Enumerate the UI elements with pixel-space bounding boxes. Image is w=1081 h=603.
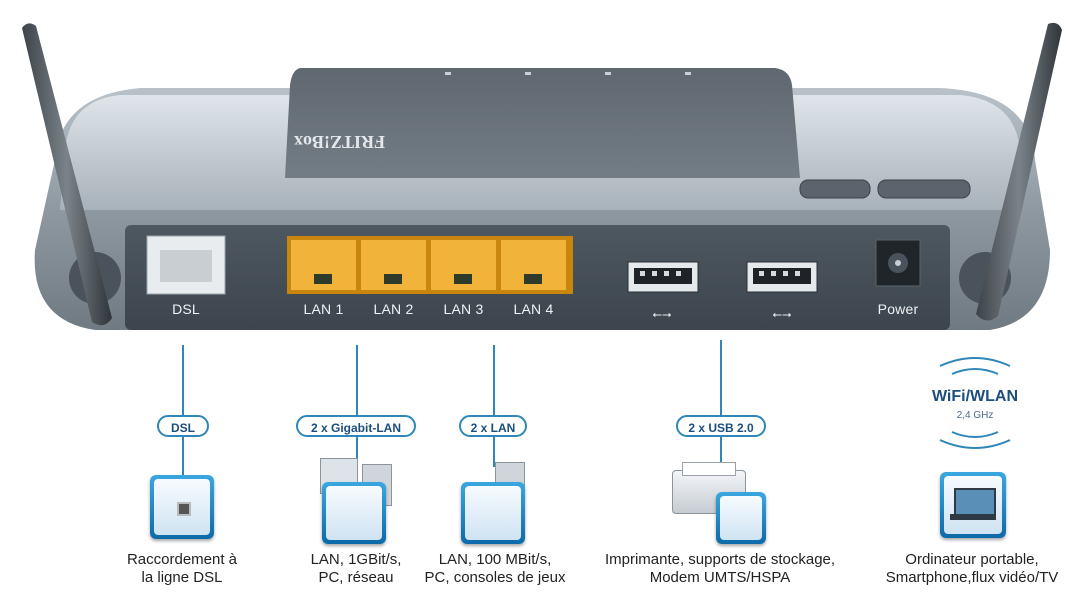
wifi-waves-icon <box>939 357 1011 449</box>
connector-line-usb-lower <box>720 437 722 467</box>
dsl-socket-icon <box>150 475 214 539</box>
caption-gigabit-line1: LAN, 1GBit/s, <box>310 551 402 568</box>
svg-text:⭠⭢: ⭠⭢ <box>652 307 672 321</box>
svg-text:⭠⭢: ⭠⭢ <box>772 307 792 321</box>
printer-storage-icon <box>668 462 768 546</box>
connector-line-dsl <box>182 345 184 415</box>
connector-line-gigabit-lower <box>356 437 358 467</box>
connector-line-dsl-lower <box>182 437 184 475</box>
caption-dsl-line2: la ligne DSL <box>141 569 223 586</box>
caption-lan-line2: PC, consoles de jeux <box>424 569 566 586</box>
port-label-lan2: LAN 2 <box>373 301 414 317</box>
caption-usb-line2: Modem UMTS/HSPA <box>649 569 791 586</box>
caption-lan: LAN, 100 MBit/s, PC, consoles de jeux <box>420 551 570 587</box>
port-label-lan4: LAN 4 <box>513 301 554 317</box>
caption-gigabit-line2: PC, réseau <box>318 569 394 586</box>
badge-lan: 2 x LAN <box>459 415 527 437</box>
caption-wifi-line1: Ordinateur portable, <box>905 551 1039 568</box>
badge-dsl: DSL <box>157 415 209 437</box>
connector-line-lan-lower <box>493 437 495 467</box>
laptop-icon <box>940 472 1006 538</box>
port-label-lan3: LAN 3 <box>443 301 484 317</box>
wifi-frequency: 2,4 GHz <box>956 410 994 421</box>
caption-usb-line1: Imprimante, supports de stockage, <box>604 551 836 568</box>
port-label-dsl: DSL <box>172 301 200 317</box>
router-illustration: FRITZ!Box ⭠⭢ <box>22 22 1062 330</box>
caption-usb: Imprimante, supports de stockage, Modem … <box>590 551 850 587</box>
port-label-lan1: LAN 1 <box>303 301 344 317</box>
badge-gigabit-lan: 2 x Gigabit-LAN <box>296 415 416 437</box>
connector-line-lan <box>493 345 495 415</box>
caption-lan-line1: LAN, 100 MBit/s, <box>438 551 552 568</box>
right-antenna <box>976 22 1062 321</box>
lan-ports-group <box>287 236 573 294</box>
lan-devices-icon <box>455 458 541 544</box>
caption-dsl: Raccordement à la ligne DSL <box>100 551 264 587</box>
connector-line-gigabit <box>356 345 358 415</box>
caption-wifi-line2: Smartphone,flux vidéo/TV <box>885 569 1059 586</box>
caption-gigabit: LAN, 1GBit/s, PC, réseau <box>286 551 426 587</box>
gigabit-devices-icon <box>300 458 410 544</box>
caption-wifi: Ordinateur portable, Smartphone,flux vid… <box>872 551 1072 587</box>
left-antenna <box>22 23 112 326</box>
badge-usb: 2 x USB 2.0 <box>676 415 766 437</box>
port-label-power: Power <box>877 301 919 317</box>
caption-dsl-line1: Raccordement à <box>126 551 238 568</box>
wifi-title: WiFi/WLAN <box>931 388 1019 405</box>
brand-logo: FRITZ!Box <box>294 132 385 152</box>
connector-line-usb <box>720 340 722 415</box>
